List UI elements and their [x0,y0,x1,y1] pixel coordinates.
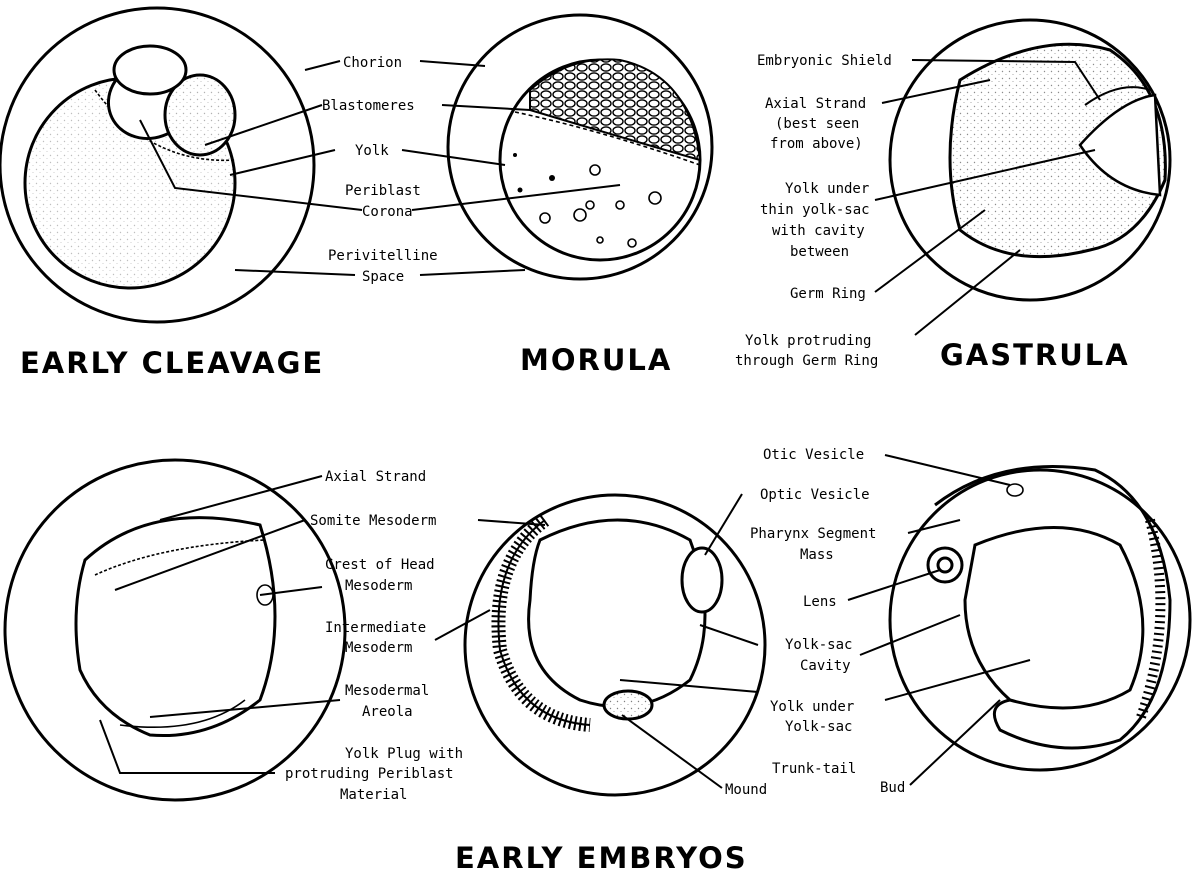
label-yolk-plug: Yolk Plug with [345,746,463,762]
label-material: Material [340,787,407,803]
title-morula: MORULA [520,343,672,377]
label-yolk-under-bottom: Yolk under [770,699,854,715]
label-crest-mesoderm: Mesoderm [345,578,412,594]
label-areola: Areola [362,704,413,720]
label-mesodermal: Mesodermal [345,683,429,699]
label-crest-of-head: Crest of Head [325,557,435,573]
morula-drawing [448,15,712,279]
label-from-above: from above) [770,136,863,152]
label-thin-yolk-sac: thin yolk-sac [760,202,870,218]
label-perivitelline: Perivitelline [328,248,438,264]
label-yolk-sac-bottom: Yolk-sac [785,719,852,735]
label-corona: Corona [362,204,413,220]
label-chorion: Chorion [343,55,402,71]
label-otic-vesicle: Otic Vesicle [763,447,864,463]
yolk-sphere [965,528,1143,709]
label-yolk-protruding: Yolk protruding [745,333,871,349]
title-gastrula: GASTRULA [940,338,1130,372]
label-mass: Mass [800,547,834,563]
label-pharynx-segment: Pharynx Segment [750,526,876,542]
title-early-embryos: EARLY EMBRYOS [455,841,748,875]
label-through-germ-ring: through Germ Ring [735,353,878,369]
label-protruding-periblast: protruding Periblast [285,766,454,782]
early-embryo-3-drawing [890,467,1190,770]
label-somite-mesoderm: Somite Mesoderm [310,513,436,529]
yolk-sphere [76,518,275,736]
early-embryo-1-drawing [5,460,345,800]
label-periblast: Periblast [345,183,421,199]
label-axial-strand: Axial Strand [325,469,426,485]
early-embryo-2-drawing [465,495,765,795]
label-blastomeres: Blastomeres [322,98,415,114]
label-bud: Bud [880,780,905,796]
label-trunk-tail: Trunk-tail [772,761,856,777]
label-yolk: Yolk [355,143,389,159]
label-mound: Mound [725,782,767,798]
label-intermediate: Intermediate [325,620,426,636]
label-cavity: Cavity [800,658,851,674]
label-yolk-under: Yolk under [785,181,869,197]
label-best-seen: (best seen [775,116,859,132]
label-embryonic-shield: Embryonic Shield [757,53,892,69]
label-between: between [790,244,849,260]
title-early-cleavage: EARLY CLEAVAGE [20,346,324,380]
label-yolk-sac: Yolk-sac [785,637,852,653]
label-axial-strand-top: Axial Strand [765,96,866,112]
label-with-cavity: with cavity [772,223,865,239]
early-cleavage-drawing [0,8,314,322]
label-space: Space [362,269,404,285]
label-optic-vesicle: Optic Vesicle [760,487,870,503]
label-germ-ring: Germ Ring [790,286,866,302]
optic-vesicle [682,548,722,612]
yolk-sphere [529,520,705,707]
label-lens: Lens [803,594,837,610]
label-intermediate-mesoderm: Mesoderm [345,640,412,656]
